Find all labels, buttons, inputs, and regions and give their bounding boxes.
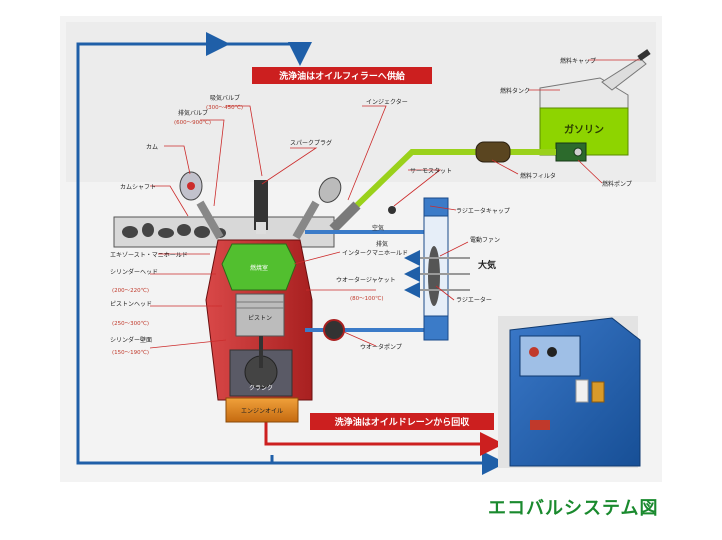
radiator-cap-label: ラジエータキャップ [456, 207, 510, 215]
injector-label: インジェクター [366, 98, 408, 106]
spark-plug-label: スパークプラグ [290, 139, 332, 147]
fuel-line [347, 149, 556, 215]
exhaust-manifold-label: エキゾースト・マニホールド [110, 252, 188, 259]
fuel-pump-label: 燃料ポンプ [602, 180, 632, 188]
piston-head-label: ピストンヘッド [110, 301, 152, 308]
fuel-cap-label: 燃料キャップ [560, 57, 596, 65]
water-pump-icon [323, 319, 345, 341]
exhaust-valve-temp: (600〜900℃) [174, 119, 211, 126]
cyl-head-temp: (200〜220℃) [112, 287, 149, 294]
spark-plug-icon [254, 180, 268, 230]
return-line [270, 451, 506, 475]
combustion-chamber [221, 243, 297, 291]
bottle-icon [575, 379, 589, 403]
intake-valve-temp: (300〜450℃) [206, 104, 243, 111]
radiator-body [423, 215, 449, 329]
radiator-label: ラジエーター [456, 296, 492, 304]
cyl-head-label: シリンダーヘッド [110, 268, 158, 276]
recover-banner-text: 洗浄油はオイルドレーンから回収 [335, 416, 471, 428]
leader-lines [149, 59, 640, 349]
fan-label: 電動ファン [470, 236, 500, 244]
cam-label: カム [146, 144, 158, 151]
air-flow-arrows [404, 250, 470, 298]
intake-cam-icon [318, 177, 342, 203]
fuel-cap-icon [637, 49, 651, 61]
intake-manifold-label: インタークマニホールド [342, 249, 408, 257]
air-big-label: 大気 [478, 259, 496, 271]
exhaust-label: 排気 [376, 240, 388, 248]
supply-banner [252, 67, 432, 84]
gasoline-label: ガソリン [564, 123, 604, 136]
cyl-wall-temp: (150〜190℃) [112, 349, 149, 356]
thermostat-icon [388, 206, 396, 214]
cleaning-machine [498, 316, 641, 468]
water-jacket-temp: (80〜100℃) [350, 295, 383, 302]
combustion-label: 燃焼室 [250, 264, 268, 272]
fuel-filter-icon [475, 141, 511, 163]
recover-line [264, 420, 504, 456]
filler-neck [601, 57, 647, 91]
piston [235, 293, 285, 337]
piston-label: ピストン [248, 315, 272, 322]
engine-block: 燃焼室 ピストン クランク エンジンオイル [205, 239, 313, 423]
intake-valve-label: 吸気バルブ [210, 94, 240, 102]
water-pump-label: ウオータポンプ [360, 343, 402, 351]
exhaust-valve-label: 排気バルブ [178, 109, 208, 117]
injector-icon [329, 201, 361, 233]
cyl-wall-label: シリンダー壁面 [110, 336, 152, 344]
intake-valve-icon [292, 200, 320, 240]
air-small-label: 空気 [372, 224, 384, 232]
recover-banner [310, 413, 494, 430]
fan-icon [428, 246, 440, 306]
radiator-lower-tank [423, 315, 449, 341]
crank-label: クランク [249, 385, 273, 392]
oil-label: エンジンオイル [241, 408, 283, 415]
thermostat-label: サーモスタット [410, 167, 452, 175]
supply-banner-text: 洗浄油はオイルフィラーへ供給 [279, 70, 406, 82]
exhaust-valve-icon [196, 200, 224, 240]
fuel-filter-label: 燃料フィルタ [520, 172, 556, 180]
water-jacket-label: ウオータージャケット [336, 276, 396, 284]
fuel-tank: ガソリン [539, 49, 651, 162]
diagram-title: エコバルシステム図 [488, 498, 659, 519]
camshaft-label: カムシャフト [120, 184, 156, 191]
fuel-tank-label: 燃料タンク [500, 87, 530, 95]
oil-pan [225, 397, 299, 423]
piston-head-temp: (250〜300℃) [112, 320, 149, 327]
